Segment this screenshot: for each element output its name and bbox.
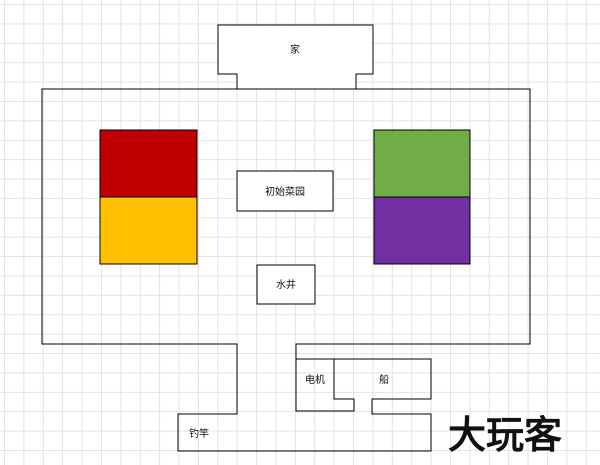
boat-label: 船 [379,373,389,386]
watermark-logo: 大玩客 [448,413,562,457]
well-box [256,264,316,305]
well-label: 水井 [276,278,296,291]
plot-purple [373,196,471,265]
initial-garden-label: 初始菜园 [265,185,305,198]
farm-outline [41,88,531,452]
plot-yellow [99,196,198,265]
plot-red [99,129,198,198]
generator-label: 电机 [305,373,325,386]
home-outline [217,24,374,90]
fishing-rod-label: 钓竿 [189,427,209,440]
home-label: 家 [290,43,300,56]
generator-room [295,359,355,412]
initial-garden-box [236,170,334,212]
plot-green [373,129,471,198]
